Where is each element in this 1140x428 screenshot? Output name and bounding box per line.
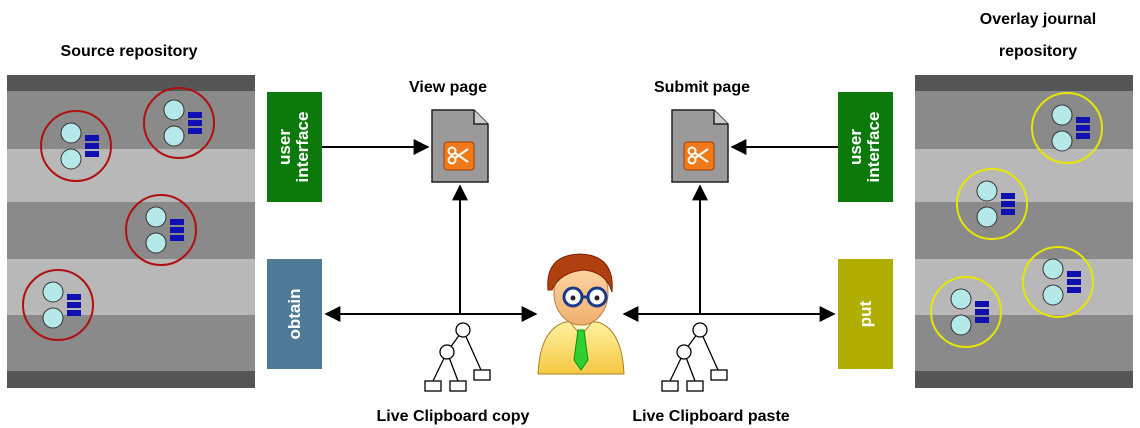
ui-right-line2: interface [864, 112, 883, 183]
overlay-repository-label-line2: repository [999, 43, 1077, 60]
submit-page-icon [671, 109, 729, 183]
source-item [22, 269, 94, 341]
obtain-label: obtain [285, 289, 304, 340]
ui-left-line1: user [275, 129, 294, 165]
tree-icon [424, 322, 491, 392]
tree-icon [661, 322, 728, 392]
submit-page-label: Submit page [654, 79, 750, 96]
view-page-icon [431, 109, 489, 183]
view-page-label: View page [409, 79, 487, 96]
overlay-item [1022, 246, 1094, 318]
source-item [125, 194, 197, 266]
user-interface-box-left: user interface [267, 92, 322, 202]
ui-left-line2: interface [293, 112, 312, 183]
source-item [40, 110, 112, 182]
source-repository [7, 75, 255, 388]
overlay-item [956, 168, 1028, 240]
ui-right-line1: user [846, 129, 865, 165]
arrows [322, 139, 838, 322]
clipboard-paste-label: Live Clipboard paste [632, 408, 789, 425]
overlay-repository-label-line1: Overlay journal [980, 11, 1097, 28]
clipboard-copy-label: Live Clipboard copy [377, 408, 530, 425]
overlay-repository [915, 75, 1133, 388]
scissors-icon [447, 146, 469, 165]
obtain-box: obtain [267, 259, 322, 369]
source-repository-label: Source repository [61, 43, 198, 60]
user-avatar-icon [537, 253, 625, 375]
put-label: put [856, 300, 875, 327]
source-item [143, 87, 215, 159]
scissors-icon [687, 146, 709, 165]
overlay-item [930, 276, 1002, 348]
user-interface-box-right: user interface [838, 92, 893, 202]
overlay-item [1031, 92, 1103, 164]
put-box: put [838, 259, 893, 369]
